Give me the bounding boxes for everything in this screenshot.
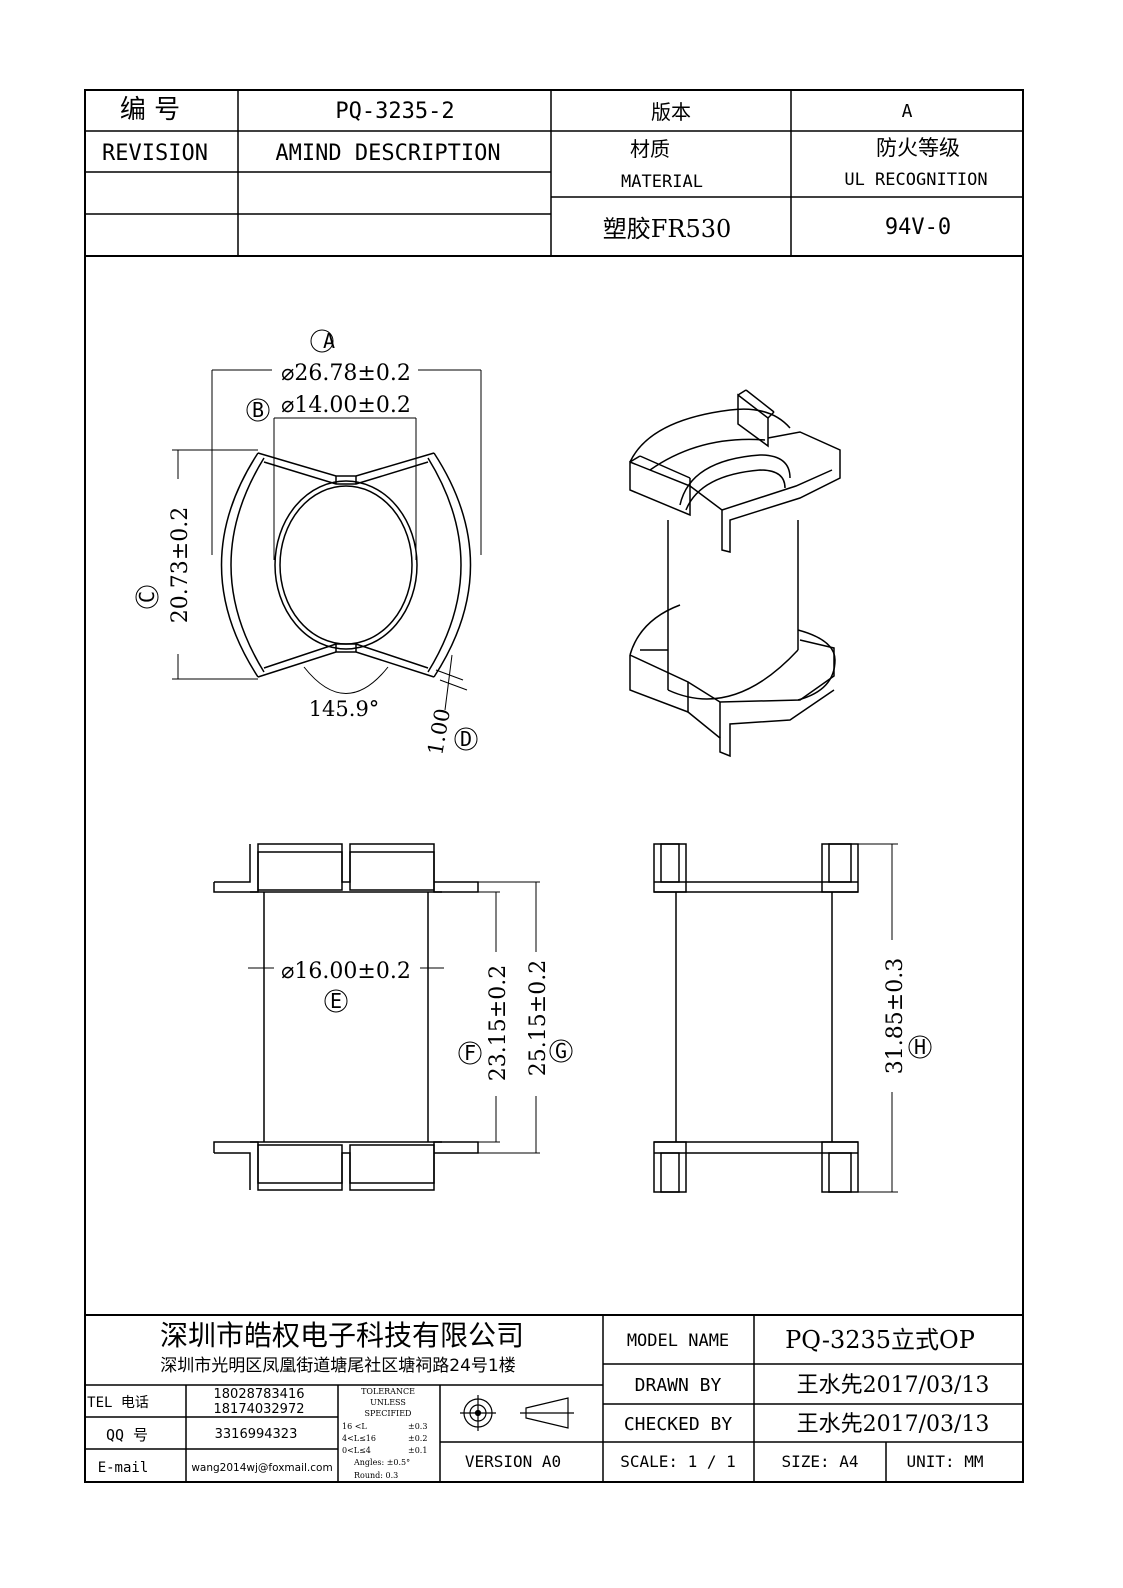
model-name-value: PQ-3235立式OP (785, 1326, 975, 1354)
marker-d-circle (454, 727, 478, 751)
tolerance-r3-range: 0<L≤4 (342, 1446, 371, 1455)
version-label: 版本 (651, 100, 691, 124)
tolerance-r1-tol: ±0.3 (408, 1422, 427, 1431)
bore-inner (279, 485, 413, 645)
side-view-dimensions (858, 843, 898, 1193)
model-name-label: MODEL NAME (627, 1331, 729, 1351)
marker-c: C (135, 591, 159, 603)
ul-label-en: UL RECOGNITION (844, 170, 987, 190)
dim-a-value: ⌀26.78±0.2 (281, 361, 411, 386)
email-label: E-mail (98, 1460, 149, 1476)
scale: SCALE: 1 / 1 (620, 1452, 736, 1471)
tolerance-r3-tol: ±0.1 (408, 1446, 427, 1455)
tolerance-angles: Angles: ±0.5° (353, 1458, 410, 1467)
email-value: wang2014wj@foxmail.com (191, 1462, 332, 1474)
dim-c-value: 20.73±0.2 (168, 507, 193, 623)
top-view-dimensions (172, 369, 482, 711)
tel-2: 18174032972 (214, 1402, 305, 1417)
tel-label: TEL 电话 (87, 1395, 149, 1411)
marker-g-circle (549, 1039, 573, 1063)
marker-e-circle (324, 989, 348, 1013)
company-address: 深圳市光明区凤凰街道塘尾社区塘祠路24号1楼 (160, 1356, 515, 1376)
header-table (85, 90, 1023, 257)
dim-g-value: 25.15±0.2 (526, 960, 551, 1076)
isometric-view (629, 389, 841, 758)
tel-1: 18028783416 (214, 1387, 305, 1402)
marker-a: A (323, 329, 335, 353)
marker-f: F (464, 1041, 476, 1065)
marker-a-circle (310, 329, 334, 353)
marker-e: E (330, 989, 342, 1013)
sheet-border (84, 89, 1024, 1483)
company-name: 深圳市皓权电子科技有限公司 (160, 1319, 524, 1352)
unit: UNIT: MM (906, 1452, 983, 1471)
dim-h-value: 31.85±0.3 (883, 958, 908, 1074)
flange-left-arc (220, 452, 259, 678)
size: SIZE: A4 (781, 1452, 858, 1471)
tolerance-line1: TOLERANCE (361, 1387, 415, 1396)
angle-value: 145.9° (309, 697, 380, 721)
front-view (213, 843, 479, 1191)
code-label: 编 号 (120, 95, 180, 125)
drawn-by-label: DRAWN BY (635, 1375, 722, 1396)
tolerance-line2: UNLESS (370, 1398, 406, 1407)
dim-f-value: 23.15±0.2 (486, 965, 511, 1081)
dim-b-value: ⌀14.00±0.2 (281, 393, 411, 418)
dim-e-value: ⌀16.00±0.2 (281, 959, 411, 984)
checked-by-label: CHECKED BY (624, 1414, 733, 1435)
drawn-by-value: 王水先2017/03/13 (797, 1373, 990, 1398)
marker-c-circle (135, 585, 159, 609)
revision-label: REVISION (102, 141, 208, 166)
amend-description-label: AMIND DESCRIPTION (275, 141, 500, 166)
dim-d-value: 1.00 (423, 707, 455, 757)
marker-h-circle (908, 1035, 932, 1059)
code-value: PQ-3235-2 (335, 99, 454, 124)
top-view (220, 452, 472, 678)
bore-outer (274, 480, 418, 650)
marker-d: D (460, 727, 472, 751)
checked-by-value: 王水先2017/03/13 (797, 1412, 990, 1437)
tolerance-r2-tol: ±0.2 (408, 1434, 427, 1443)
tolerance-r2-range: 4<L≤16 (342, 1434, 376, 1443)
ul-value: 94V-0 (885, 215, 951, 240)
marker-g: G (555, 1039, 567, 1063)
front-view-dimensions (248, 881, 540, 1154)
material-value: 塑胶FR530 (603, 215, 732, 243)
marker-b-circle (246, 398, 270, 422)
title-block (85, 1314, 1023, 1482)
qq-label: QQ 号 (106, 1426, 148, 1444)
side-view (653, 843, 859, 1193)
version-value: A (902, 101, 913, 122)
tolerance-r1-range: 16 <L (342, 1422, 367, 1431)
qq-value: 3316994323 (215, 1427, 298, 1442)
material-label-en: MATERIAL (621, 172, 703, 192)
marker-h: H (914, 1035, 926, 1059)
flange-right-arc (433, 452, 472, 678)
marker-f-circle (458, 1041, 482, 1065)
projection-symbol-icon (460, 1395, 574, 1431)
material-label-cn: 材质 (630, 137, 670, 161)
ul-label-cn: 防火等级 (876, 136, 960, 160)
version-a0: VERSION A0 (465, 1452, 561, 1471)
tolerance-round: Round: 0.3 (354, 1471, 398, 1480)
marker-b: B (252, 398, 264, 422)
tolerance-line3: SPECIFIED (365, 1409, 412, 1418)
